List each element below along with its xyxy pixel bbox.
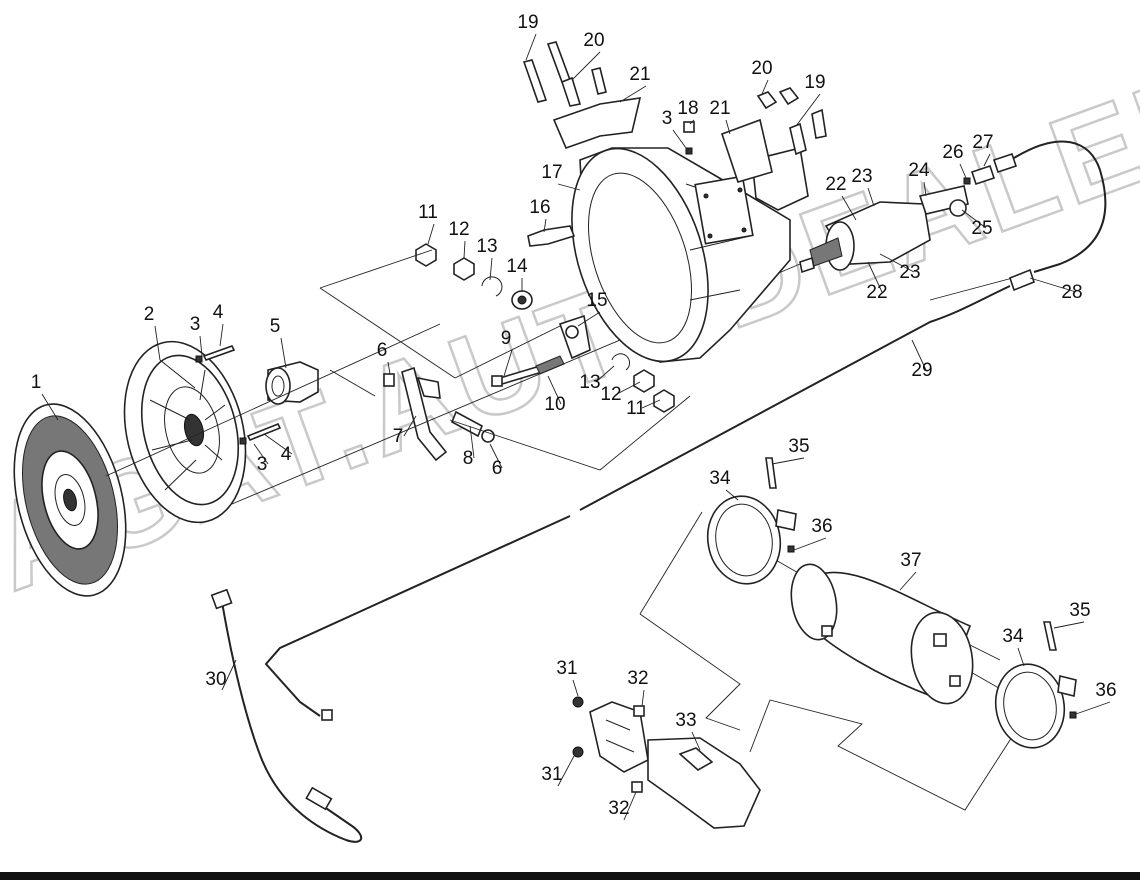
callout-c1: 1 (31, 372, 42, 393)
callout-c20a: 20 (583, 30, 604, 51)
callout-c10: 10 (544, 394, 565, 415)
callout-c33: 33 (675, 710, 696, 731)
callout-c9: 9 (501, 328, 512, 349)
callout-c12b: 12 (600, 384, 621, 405)
callout-c24: 24 (908, 160, 930, 181)
callout-c35a: 35 (788, 436, 809, 457)
callout-c28: 28 (1061, 282, 1082, 303)
callout-c16: 16 (529, 197, 550, 218)
callout-c3c: 3 (662, 108, 673, 129)
callout-c32b: 32 (608, 798, 629, 819)
callout-c13b: 13 (579, 372, 600, 393)
callout-c26: 26 (942, 142, 963, 163)
callout-c34a: 34 (709, 468, 731, 489)
callout-c29: 29 (911, 360, 932, 381)
callout-c14: 14 (506, 256, 528, 277)
callout-c17: 17 (541, 162, 562, 183)
callout-c35b: 35 (1069, 600, 1090, 621)
callout-c2: 2 (144, 304, 155, 325)
clutch-hoses (264, 140, 1107, 721)
callout-c37: 37 (900, 550, 921, 571)
callout-c3a: 3 (190, 314, 201, 335)
callout-c23a: 23 (851, 166, 872, 187)
callout-c30: 30 (205, 669, 226, 690)
callout-c7: 7 (393, 426, 404, 447)
callout-c4b: 4 (281, 444, 292, 465)
shaft-bolts (491, 355, 565, 387)
callout-leaders (41, 33, 1111, 821)
callout-c19a: 19 (517, 12, 538, 33)
callout-c11b: 11 (626, 398, 646, 419)
callout-c31b: 31 (541, 764, 562, 785)
fastener-group-lower (558, 314, 675, 413)
callout-c13a: 13 (476, 236, 497, 257)
callout-c3b: 3 (257, 454, 268, 475)
callout-c6a: 6 (377, 340, 388, 361)
callout-c4a: 4 (213, 302, 224, 323)
pressure-plate (123, 340, 247, 524)
callout-c21a: 21 (629, 64, 650, 85)
callout-c12a: 12 (448, 219, 469, 240)
callout-c36a: 36 (811, 516, 832, 537)
tank-bracket (572, 696, 761, 829)
air-tank (706, 457, 1077, 749)
clutch-disc (13, 403, 127, 597)
callout-c5: 5 (270, 316, 281, 337)
callout-c27: 27 (972, 132, 993, 153)
clutch-booster (799, 152, 1035, 292)
callout-c32a: 32 (627, 668, 648, 689)
callout-c6b: 6 (492, 458, 503, 479)
callout-c31a: 31 (556, 658, 577, 679)
callout-c23b: 23 (899, 262, 920, 283)
callout-c11a: 11 (418, 202, 438, 223)
fastener-group-upper (415, 243, 533, 310)
callout-c22b: 22 (866, 282, 887, 303)
bolt-set-left (195, 345, 282, 445)
callout-c25: 25 (971, 218, 992, 239)
callout-c34b: 34 (1002, 626, 1024, 647)
bottom-border-bar (0, 872, 1140, 880)
callout-c36b: 36 (1095, 680, 1116, 701)
callout-c18: 18 (677, 98, 698, 119)
callout-c19b: 19 (804, 72, 825, 93)
release-fork (383, 366, 495, 462)
clutch-housing (552, 97, 809, 363)
flexible-hose (210, 588, 362, 843)
callout-c20b: 20 (751, 58, 772, 79)
callout-c8: 8 (463, 448, 474, 469)
top-bolts (522, 41, 827, 247)
callout-c15: 15 (586, 290, 607, 311)
callout-c21b: 21 (709, 98, 730, 119)
callout-c22a: 22 (825, 174, 846, 195)
